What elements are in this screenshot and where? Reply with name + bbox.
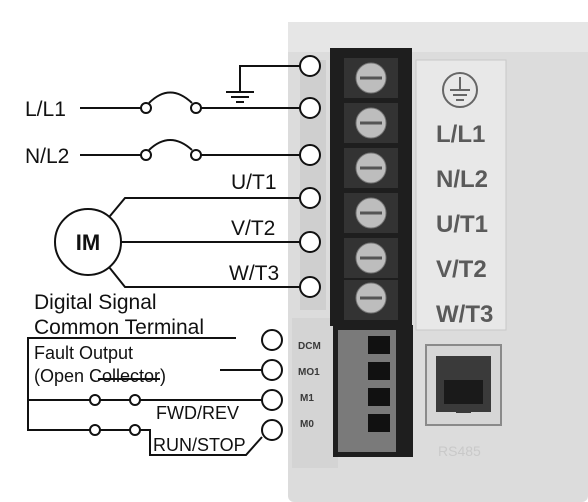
panel-label-wt3: W/T3 <box>436 301 493 328</box>
motor-label: IM <box>76 230 100 255</box>
label-digital-signal: Digital Signal <box>34 291 157 314</box>
switch-icon <box>148 139 193 151</box>
label-run-stop: RUN/STOP <box>153 435 246 455</box>
motor-icon <box>54 208 122 276</box>
label-wt3: W/T3 <box>229 262 279 285</box>
panel-label-ut1: U/T1 <box>436 211 488 238</box>
control-label-mo1: MO1 <box>298 367 320 378</box>
screw-icon <box>344 238 398 278</box>
label-common-terminal: Common Terminal <box>34 316 204 339</box>
panel-label-vt2: V/T2 <box>436 256 487 283</box>
control-label-m1: M1 <box>300 393 314 404</box>
control-label-dcm: DCM <box>298 341 321 352</box>
terminal-circles <box>89 55 321 441</box>
panel-label-l1: L/L1 <box>436 121 485 148</box>
control-label-m0: M0 <box>300 419 314 430</box>
screw-icon <box>344 193 398 233</box>
wiring <box>27 65 303 456</box>
power-terminal-block <box>330 48 412 326</box>
screw-icon <box>344 280 398 320</box>
label-fwd-rev: FWD/REV <box>156 403 239 423</box>
ground-icon <box>442 72 478 108</box>
label-l1: L/L1 <box>25 98 66 121</box>
switch-icon <box>148 91 193 104</box>
port-label: RS485 <box>438 443 481 459</box>
screw-icon <box>344 148 398 188</box>
screw-icon <box>344 58 398 98</box>
label-n2: N/L2 <box>25 145 69 168</box>
control-terminal-block <box>333 325 413 457</box>
label-fault-output: Fault Output <box>34 343 133 363</box>
label-open-collector: (Open Collector) <box>34 366 166 386</box>
label-vt2: V/T2 <box>231 217 275 240</box>
panel-label-area: L/L1 N/L2 U/T1 V/T2 W/T3 <box>436 72 493 328</box>
rj45-port-icon <box>425 344 502 426</box>
panel-label-n2: N/L2 <box>436 166 488 193</box>
screw-icon <box>344 103 398 143</box>
label-ut1: U/T1 <box>231 171 277 194</box>
